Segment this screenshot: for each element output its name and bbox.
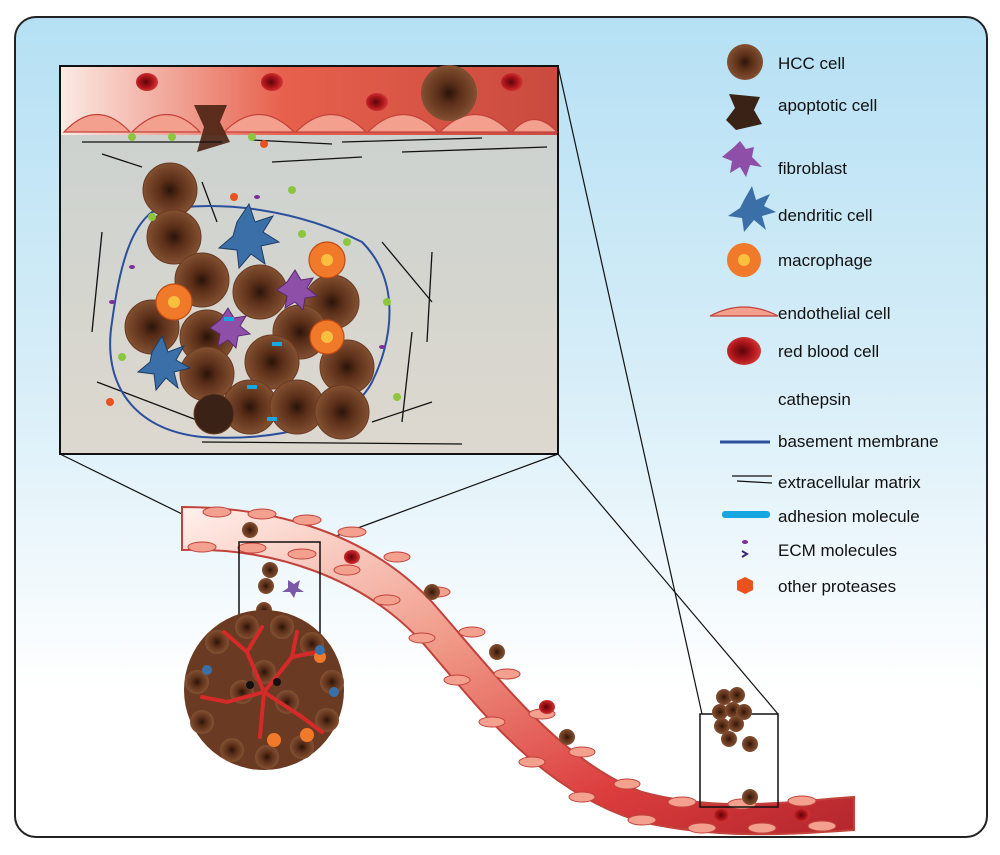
legend-cathepsin-label: cathepsin	[778, 390, 851, 409]
figure-frame: HCC cell apoptotic cell fibroblast dendr…	[14, 16, 988, 838]
legend-other-proteases-label: other proteases	[778, 577, 897, 596]
extravasating-cells	[256, 562, 304, 618]
legend-hcc-cell-label: HCC cell	[778, 54, 846, 73]
inset-panel	[59, 65, 559, 455]
legend-adhesion-molecule-icon	[722, 511, 770, 518]
inset-adhesion-molecules	[224, 317, 282, 421]
legend-red-blood-cell-icon	[727, 337, 761, 365]
legend-fibroblast-label: fibroblast	[778, 159, 847, 178]
metastatic-cluster	[712, 687, 758, 752]
legend-red-blood-cell-label: red blood cell	[778, 342, 880, 361]
circulating-hcc-cells	[242, 522, 758, 805]
legend-cathepsin-icon	[738, 394, 767, 422]
vessel-red-blood-cells	[344, 550, 810, 822]
legend-apoptotic-cell-icon	[726, 94, 762, 130]
inset-hcc-cells	[124, 162, 375, 440]
legend-extracellular-matrix-label: extracellular matrix	[778, 473, 921, 492]
legend-adhesion-molecule-label: adhesion molecule	[778, 507, 920, 526]
inset-cathepsins	[118, 133, 401, 401]
legend-dendritic-cell-label: dendritic cell	[778, 206, 873, 225]
inset-endothelium	[62, 113, 559, 133]
legend-dendritic-cell-icon	[728, 186, 776, 232]
legend-macrophage-icon	[727, 243, 761, 277]
legend-endothelial-cell-icon	[709, 306, 779, 317]
inset-red-blood-cells	[136, 73, 523, 111]
legend-ecm-molecules-icon	[741, 540, 749, 558]
inset-proteases	[106, 140, 268, 406]
legend-symbols	[709, 44, 779, 594]
legend-macrophage-label: macrophage	[778, 251, 873, 270]
legend-fibroblast-icon	[722, 141, 762, 177]
illustration	[59, 44, 855, 836]
primary-tumor	[184, 610, 344, 770]
legend-ecm-molecules-label: ECM molecules	[778, 541, 898, 560]
legend-hcc-cell-icon	[727, 44, 763, 80]
inset-matrix	[82, 137, 548, 455]
legend-basement-membrane-label: basement membrane	[778, 432, 939, 451]
legend-apoptotic-cell-label: apoptotic cell	[778, 96, 878, 115]
legend-other-proteases-icon	[737, 577, 753, 594]
legend-endothelial-cell-label: endothelial cell	[778, 304, 891, 323]
legend-extracellular-matrix-icon	[732, 475, 773, 484]
inset-dendritic-cells	[136, 202, 281, 392]
inset-ecm-molecules	[109, 195, 385, 349]
blood-vessel	[181, 505, 855, 836]
